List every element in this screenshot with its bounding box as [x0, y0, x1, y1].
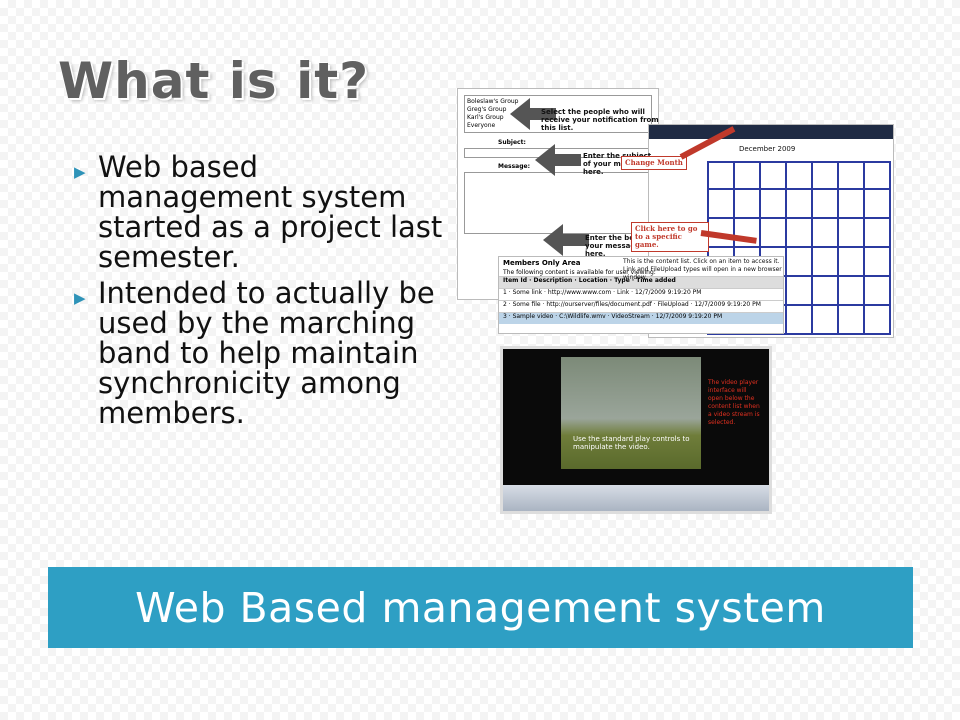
table-cell: 2 [503, 301, 507, 308]
group-item: Boleslaw's Group [467, 98, 519, 105]
arrow-left-icon [543, 224, 589, 256]
screenshot-collage: Boleslaw's Group Greg's Group Karl's Gro… [455, 84, 894, 560]
table-cell: 12/7/2009 9:19:20 PM [694, 301, 761, 308]
bullet-text: Intended to actually be used by the marc… [98, 276, 435, 430]
bullet-list: ▶ Web based management system started as… [72, 152, 452, 434]
note-change-month: Change Month [621, 156, 687, 170]
table-cell: Some link [512, 289, 543, 296]
group-item: Greg's Group [467, 106, 507, 113]
table-header-cell: Description [533, 277, 573, 284]
video-frame [561, 357, 701, 469]
group-item: Karl's Group [467, 114, 504, 121]
video-note-player: The video player interface will open bel… [708, 379, 760, 426]
table-header-cell: Time added [636, 277, 676, 284]
slide-title: What is it? [58, 52, 370, 110]
table-cell: http://ourserver/files/document.pdf [546, 301, 652, 308]
arrow-left-icon [535, 144, 581, 176]
table-cell: FileUpload [657, 301, 689, 308]
table-header-cell: Location [578, 277, 608, 284]
table-cell: 12/7/2009 9:19:20 PM [655, 313, 723, 320]
note-content-list: This is the content list. Click on an it… [623, 258, 782, 281]
video-note-controls: Use the standard play controls to manipu… [573, 435, 690, 451]
table-cell: Sample video [512, 313, 554, 320]
table-cell: 1 [503, 289, 507, 296]
table-header-cell: Type [614, 277, 630, 284]
table-row: 1 · Some link · http://www.www.com · Lin… [499, 288, 783, 300]
table-row: 2 · Some file · http://ourserver/files/d… [499, 300, 783, 312]
note-specific-game: Click here to go to a specific game. [631, 222, 709, 252]
group-list: Boleslaw's Group Greg's Group Karl's Gro… [464, 95, 652, 133]
bullet-item: ▶ Intended to actually be used by the ma… [72, 278, 452, 428]
table-title: Members Only Area [503, 259, 581, 267]
subject-label: Subject: [498, 139, 526, 146]
group-item: Everyone [467, 122, 496, 129]
content-table-screenshot: Members Only Area The following content … [498, 256, 784, 334]
message-label: Message: [498, 163, 530, 170]
table-row: 3 · Sample video · C:\Wildlife.wmv · Vid… [499, 312, 783, 324]
bullet-item: ▶ Web based management system started as… [72, 152, 452, 272]
table-cell: http://www.www.com [547, 289, 612, 296]
table-header-cell: Item Id [503, 277, 528, 284]
table-cell: Some file [512, 301, 541, 308]
arrow-right-icon: ▶ [74, 289, 86, 307]
arrow-right-icon: ▶ [74, 163, 86, 181]
calendar-header-bar [649, 125, 893, 139]
table-cell: 3 [503, 313, 507, 320]
table-subtitle: The following content is available for u… [503, 269, 656, 276]
note-subject: Enter the subject of your message here. [583, 152, 652, 176]
section-banner: Web Based management system [48, 567, 913, 648]
table-header-row: Item Id · Description · Location · Type … [499, 276, 783, 288]
calendar-month-label: December 2009 [739, 145, 796, 153]
table-cell: 12/7/2009 9:19:20 PM [634, 289, 702, 296]
table-cell: VideoStream [611, 313, 650, 320]
table-cell: C:\Wildlife.wmv [559, 313, 606, 320]
note-body: Enter the body of your message here. [585, 234, 654, 258]
arrow-left-icon [510, 98, 556, 130]
bullet-text: Web based management system started as a… [98, 150, 443, 274]
video-player-screenshot: Use the standard play controls to manipu… [500, 346, 772, 514]
video-controls-bar [503, 485, 769, 511]
note-select-people: Select the people who will receive your … [541, 108, 659, 132]
table-cell: Link [616, 289, 630, 296]
